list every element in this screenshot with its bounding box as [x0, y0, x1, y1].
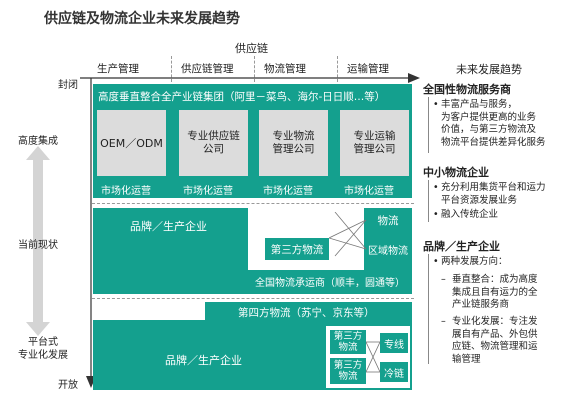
sme-bullet-dot-2: • — [433, 209, 439, 220]
logistics-box: 物流 — [366, 210, 410, 230]
col-divider-3 — [337, 56, 338, 82]
y-label-platform: 平台式 专业化发展 — [18, 337, 68, 361]
connection-lines-platform — [366, 341, 380, 373]
brand-dir-dash-1: – — [441, 274, 446, 285]
brand-direction-vertical: 垂直整合：成为高度 集成且自有运力的全 产业链服务商 — [452, 274, 538, 310]
national-bullet-dot: • — [433, 99, 439, 110]
market-operation-1: 市场化运营 — [101, 186, 151, 197]
trend-header: 未来发展趋势 — [456, 63, 522, 76]
national-bracket — [428, 97, 429, 153]
third-party-logistics-b: 第三方 物流 — [330, 358, 366, 384]
national-carrier-box: 全国物流承运商（顺丰，圆通等） — [248, 270, 412, 292]
y-label-open: 开放 — [58, 380, 78, 391]
brand-bracket — [428, 254, 429, 364]
col-header-supply-chain: 供应链管理 — [181, 63, 234, 75]
national-provider-title: 全国性物流服务商 — [423, 83, 511, 96]
horizontal-arrow — [80, 73, 420, 83]
col-header-production: 生产管理 — [97, 63, 139, 75]
col-divider-1 — [171, 56, 172, 82]
market-operation-2: 市场化运营 — [183, 186, 233, 197]
y-label-closed: 封闭 — [58, 80, 78, 91]
market-operation-4: 市场化运营 — [344, 186, 394, 197]
transport-management-box: 专业运输 管理公司 — [340, 110, 409, 176]
brand-intro-dot: • — [433, 256, 439, 267]
col-header-transport: 运输管理 — [347, 63, 389, 75]
sme-bracket — [428, 180, 429, 222]
y-label-current: 当前现状 — [18, 240, 58, 251]
cold-chain-box: 冷链 — [380, 362, 408, 382]
section-divider-2 — [92, 298, 414, 299]
page-title: 供应链及物流企业未来发展趋势 — [44, 11, 240, 27]
sme-bullet-1: 充分利用集货平台和运力 平台资源发展业务 — [441, 182, 546, 206]
regional-logistics-box: 区域物流 — [366, 238, 410, 260]
brand-producer-title: 品牌／生产企业 — [423, 240, 500, 253]
integrated-group-banner: 高度垂直整合全产业链集团（阿里－菜鸟、海尔-日日顺…等） — [98, 91, 386, 103]
dedicated-line-box: 专线 — [380, 333, 408, 353]
fourth-party-logistics-label: 第四方物流（苏宁、京东等） — [238, 307, 375, 319]
brand-intro: 两种发展方向： — [441, 256, 508, 267]
market-operation-3: 市场化运营 — [263, 186, 313, 197]
y-label-high-integration: 高度集成 — [18, 136, 58, 147]
double-arrow-icon — [26, 146, 50, 336]
sme-bullet-2: 融入传统企业 — [441, 209, 499, 220]
brand-dir-dash-2: – — [441, 316, 446, 327]
brand-producer-label-platform: 品牌／生产企业 — [165, 354, 242, 367]
sme-logistics-title: 中小物流企业 — [423, 166, 489, 179]
third-party-logistics-box: 第三方物流 — [265, 238, 329, 260]
brand-producer-label-current: 品牌／生产企业 — [130, 220, 207, 233]
national-bullet: 丰富产品与服务， 为客户提供更高的业务 价值，与第三方物流及 物流平台提供差异化… — [441, 99, 546, 148]
sme-bullet-dot-1: • — [433, 182, 439, 193]
supply-chain-company-box: 专业供应链 公司 — [179, 110, 248, 176]
brand-direction-specialized: 专业化发展：专注发 展自有产品、外包供 应链、物流管理和运 输管理 — [452, 316, 538, 365]
connection-lines-current — [329, 212, 367, 257]
col-header-logistics: 物流管理 — [264, 63, 306, 75]
white-gap-top — [93, 302, 205, 320]
oem-odm-box: OEM／ODM — [97, 110, 166, 176]
third-party-logistics-a: 第三方 物流 — [330, 330, 366, 354]
logistics-management-box: 专业物流 管理公司 — [259, 110, 328, 176]
col-divider-2 — [254, 56, 255, 82]
supply-chain-label: 供应链 — [235, 42, 268, 55]
section-divider-1 — [92, 203, 414, 204]
